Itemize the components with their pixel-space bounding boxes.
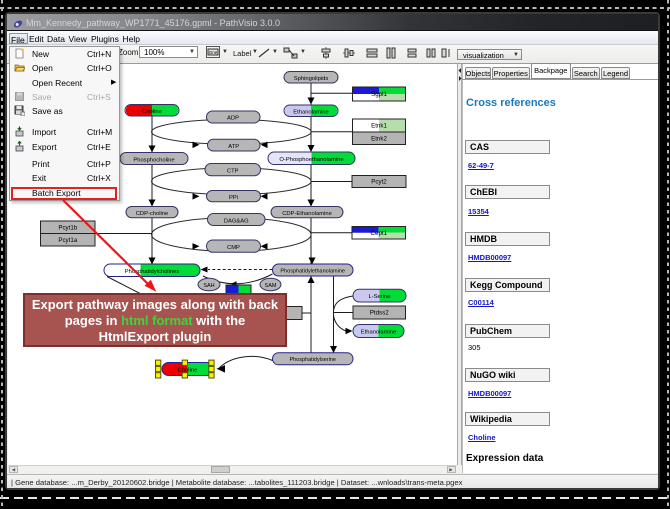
svg-text:DAG&AG: DAG&AG (224, 218, 249, 224)
svg-text:Etnk2: Etnk2 (371, 135, 387, 142)
svg-text:Choline: Choline (142, 109, 162, 115)
svg-text:Sgpl1: Sgpl1 (371, 91, 387, 98)
svg-text:CDP-choline: CDP-choline (136, 211, 169, 217)
svg-text:Pcyt2: Pcyt2 (371, 178, 387, 185)
svg-text:Sphingolipids: Sphingolipids (294, 75, 329, 81)
svg-text:Ethanolamine: Ethanolamine (361, 329, 396, 335)
svg-text:Phosphocholine: Phosphocholine (133, 157, 174, 163)
svg-text:SAM: SAM (265, 282, 277, 288)
svg-text:PPi: PPi (229, 195, 238, 201)
svg-text:O-Phosphoethanolamine: O-Phosphoethanolamine (279, 157, 343, 163)
svg-text:ATP: ATP (228, 144, 239, 150)
svg-text:Phosphatidylcholines: Phosphatidylcholines (125, 269, 180, 275)
svg-text:Pcyt1a: Pcyt1a (58, 236, 77, 243)
svg-text:Choline: Choline (178, 367, 198, 373)
svg-text:ADP: ADP (227, 115, 239, 121)
svg-text:Cept1: Cept1 (371, 229, 388, 236)
svg-text:Phosphatidylethanolamine: Phosphatidylethanolamine (280, 268, 345, 274)
svg-text:Phosphatidylserine: Phosphatidylserine (289, 357, 335, 363)
svg-text:CMP: CMP (227, 245, 240, 251)
svg-text:Etnk1: Etnk1 (371, 122, 387, 129)
svg-text:SAH: SAH (203, 282, 214, 288)
svg-text:Ethanolamine: Ethanolamine (293, 109, 328, 115)
svg-text:L-Serine: L-Serine (369, 294, 391, 300)
svg-text:Ptdss2: Ptdss2 (370, 309, 389, 316)
svg-text:CDP-Ethanolamine: CDP-Ethanolamine (282, 211, 332, 217)
svg-text:CTP: CTP (227, 168, 239, 174)
svg-text:Gne: Gne (209, 50, 218, 55)
svg-text:Pcyt1b: Pcyt1b (58, 224, 77, 231)
